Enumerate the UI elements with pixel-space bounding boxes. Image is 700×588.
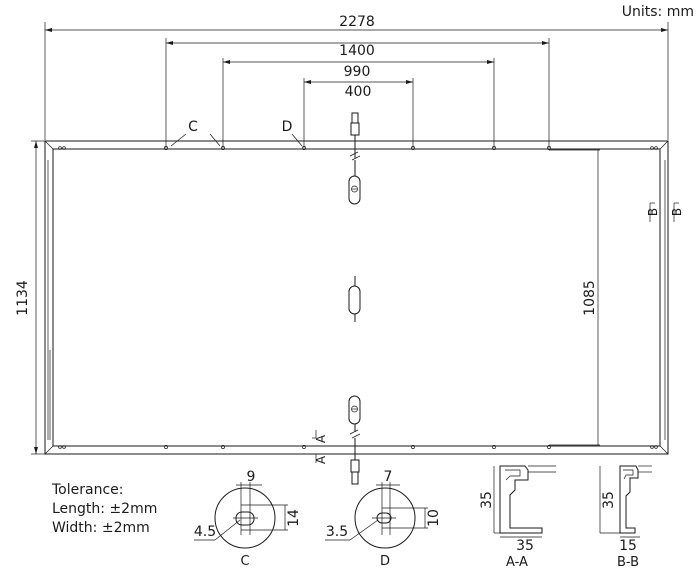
dim-total-length-text: 2278 xyxy=(339,14,375,30)
detail-c-dia: 4.5 xyxy=(194,524,216,540)
dim-outer-holes-text: 1400 xyxy=(339,43,375,59)
section-bb-label: B-B xyxy=(617,555,639,570)
dim-middle-holes: 990 xyxy=(222,58,495,148)
dim-middle-holes-text: 990 xyxy=(344,64,371,80)
dim-inner-holes: 400 xyxy=(303,78,414,148)
section-aa-label: A-A xyxy=(506,555,528,570)
section-b-marker: B B xyxy=(646,202,684,222)
detail-d-dia: 3.5 xyxy=(326,524,348,540)
detail-c: 9 14 4.5 C xyxy=(194,469,302,569)
callout-c: C xyxy=(170,119,221,147)
section-bb: 35 15 B-B xyxy=(599,465,652,570)
dim-total-length: 2278 xyxy=(44,14,669,140)
dim-width: 1134 xyxy=(15,140,45,455)
detail-c-label: C xyxy=(240,554,249,569)
detail-d: 7 10 3.5 D xyxy=(325,469,442,569)
detail-d-top: 7 xyxy=(384,469,393,485)
svg-text:B: B xyxy=(646,208,660,216)
section-aa: 35 35 A-A xyxy=(479,465,556,570)
tolerance-title: Tolerance: xyxy=(52,482,124,498)
module-frame xyxy=(44,140,669,455)
dim-inner-holes-text: 400 xyxy=(345,84,372,100)
dim-outer-holes: 1400 xyxy=(165,38,550,148)
section-aa-width: 35 xyxy=(516,538,534,554)
tolerance-note: Tolerance: Length: ±2mm Width: ±2mm xyxy=(52,481,157,538)
section-aa-height: 35 xyxy=(479,491,495,509)
svg-text:A: A xyxy=(314,434,328,443)
section-bb-height: 35 xyxy=(601,491,617,509)
svg-text:D: D xyxy=(282,119,293,135)
svg-text:B: B xyxy=(670,208,684,216)
dim-inner-height-text: 1085 xyxy=(582,280,598,316)
svg-text:A: A xyxy=(314,455,328,464)
tolerance-length: Length: ±2mm xyxy=(52,501,158,517)
junction-cable xyxy=(348,112,361,485)
dim-width-text: 1134 xyxy=(15,280,31,316)
dim-inner-height: 1085 xyxy=(549,149,600,446)
section-bb-width: 15 xyxy=(619,538,637,554)
detail-d-label: D xyxy=(380,554,390,569)
callout-d: D xyxy=(282,119,303,147)
detail-c-side: 14 xyxy=(286,509,302,527)
tolerance-width: Width: ±2mm xyxy=(52,520,150,536)
svg-text:C: C xyxy=(188,119,198,135)
mounting-holes xyxy=(58,146,658,449)
section-a-marker: A A xyxy=(312,430,328,464)
detail-d-side: 10 xyxy=(426,509,442,527)
units-label: Units: mm xyxy=(622,4,694,20)
detail-c-top: 9 xyxy=(247,469,256,485)
